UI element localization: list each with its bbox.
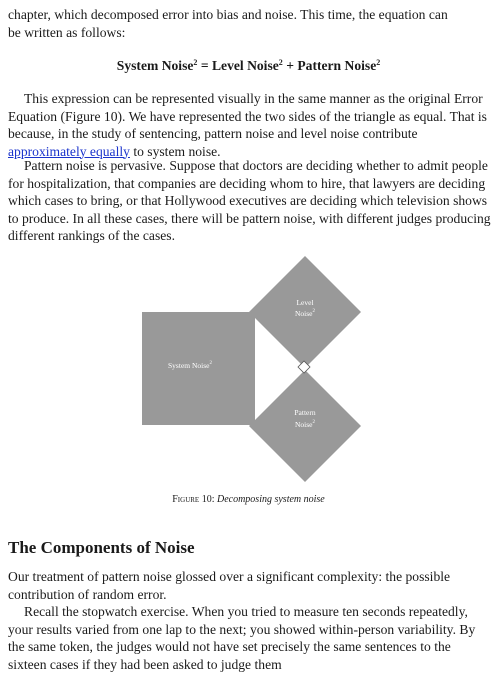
components-paragraph: Our treatment of pattern noise glossed o… <box>8 569 451 602</box>
level-noise-square <box>249 256 361 368</box>
equation-level-noise: = Level Noise <box>197 58 279 73</box>
noise-equation: System Noise2 = Level Noise2 + Pattern N… <box>0 58 497 74</box>
caption-label: Figure 10: <box>172 494 215 505</box>
figure-caption: Figure 10: Decomposing system noise <box>0 494 497 505</box>
system-noise-label: System Noise2 <box>168 361 212 370</box>
decomposition-diagram: System Noise2 Level Noise2 Pattern Noise… <box>142 256 361 482</box>
stopwatch-paragraph: Recall the stopwatch exercise. When you … <box>8 604 476 672</box>
intro-line-1: chapter, which decomposed error into bia… <box>8 7 448 22</box>
figure-10: System Noise2 Level Noise2 Pattern Noise… <box>0 252 497 492</box>
level-noise-label-1: Level <box>296 298 313 307</box>
system-noise-square <box>142 312 255 425</box>
right-angle-marker <box>297 360 311 374</box>
level-noise-label-2: Noise2 <box>295 309 316 318</box>
equation-exponent: 2 <box>193 58 198 67</box>
caption-text: Decomposing system noise <box>216 494 325 505</box>
pattern-noise-label-2: Noise2 <box>295 420 316 429</box>
intro-line-2: be written as follows: <box>8 24 126 40</box>
pattern-noise-paragraph: Pattern noise is pervasive. Suppose that… <box>8 158 491 243</box>
intro-paragraph: chapter, which decomposed error into bia… <box>8 6 492 41</box>
equation-exponent: 2 <box>278 58 283 67</box>
equation-system-noise: System Noise <box>116 58 194 73</box>
equation-exponent: 2 <box>376 58 381 67</box>
section-heading: The Components of Noise <box>8 538 195 557</box>
pattern-noise-square <box>249 370 361 482</box>
pattern-noise-label-1: Pattern <box>294 408 315 417</box>
expression-text-end: to system noise. <box>129 143 221 159</box>
expression-text: This expression can be represented visua… <box>8 91 487 141</box>
equation-pattern-noise: + Pattern Noise <box>282 58 377 73</box>
expression-paragraph: This expression can be represented visua… <box>8 90 492 160</box>
approximately-equally-link[interactable]: approximately equally <box>8 143 130 159</box>
